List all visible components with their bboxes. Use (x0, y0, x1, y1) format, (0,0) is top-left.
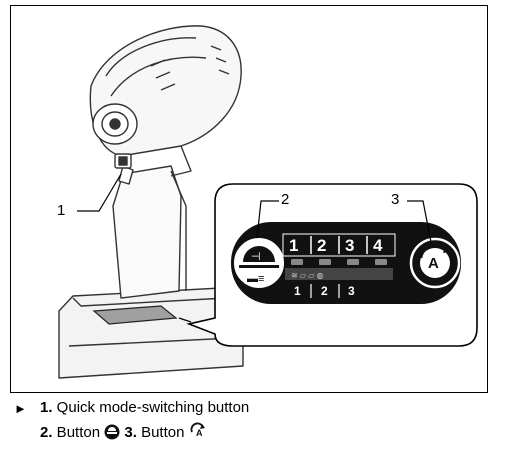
leader-line-3 (407, 200, 432, 243)
caption-item-3-text: Button (136, 424, 189, 441)
arrow-marker-icon: ► (14, 401, 27, 416)
callout-3: 3 (391, 191, 400, 208)
panel-sub-mode-1: 1 (294, 284, 301, 298)
mode-button-icon (104, 424, 120, 440)
panel-mode-2: 2 (317, 236, 327, 255)
callout-2: 2 (281, 191, 290, 208)
svg-text:≋ ▱ ▱ ◍: ≋ ▱ ▱ ◍ (291, 271, 324, 280)
caption-item-1-text: Quick mode-switching button (52, 399, 250, 416)
callout-1: 1 (57, 202, 66, 219)
svg-text:A: A (196, 428, 203, 438)
auto-button-letter: A (428, 255, 439, 272)
caption-line-1: 1. Quick mode-switching button (40, 398, 249, 418)
caption-line-2: 2. Button 3. Button A (40, 422, 207, 443)
svg-text:▬≡: ▬≡ (247, 273, 264, 285)
tool-outline (58, 25, 244, 379)
mode-button (232, 236, 286, 290)
caption-item-2-number: 2. (40, 424, 53, 441)
leader-line-2 (256, 200, 279, 239)
panel-mode-3: 3 (345, 236, 355, 255)
base-panel (92, 305, 178, 325)
svg-text:⊣: ⊣ (251, 251, 261, 263)
caption-item-2-text: Button (52, 424, 105, 441)
panel-mode-1: 1 (289, 236, 299, 255)
panel-mode-4: 4 (373, 236, 383, 255)
mode-speed-indicators: ≋ ▱ ▱ ◍ (282, 233, 441, 298)
caption-item-3-number: 3. (124, 424, 137, 441)
leader-line-1 (77, 173, 122, 212)
panel-sub-mode-3: 3 (348, 284, 355, 298)
caption-item-1-number: 1. (40, 399, 53, 416)
impact-driver-illustration: ⊣ ▬≡ ≋ ▱ ▱ ◍ (58, 25, 478, 379)
panel-sub-mode-2: 2 (321, 284, 328, 298)
figure-frame: ⊣ ▬≡ ≋ ▱ ▱ ◍ 1 2 (10, 5, 488, 393)
auto-rotate-button-icon: A (189, 422, 207, 440)
